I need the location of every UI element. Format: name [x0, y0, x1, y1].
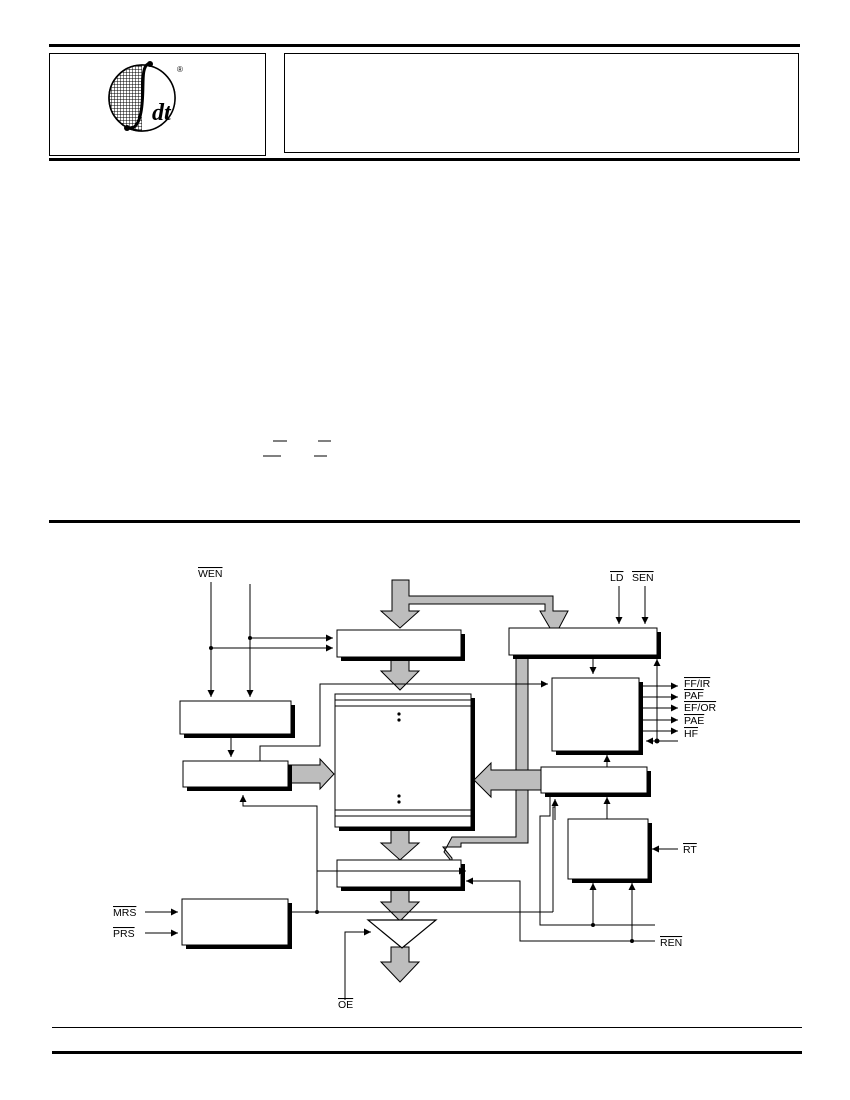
offset-register-block: [508, 627, 658, 656]
data-in-bus: [379, 579, 569, 629]
label-rt: RT: [683, 844, 697, 856]
label-prs: PRS: [113, 928, 135, 940]
output-register-block: [336, 859, 462, 888]
label-paf: PAF: [684, 690, 704, 702]
label-wen: WEN: [198, 568, 223, 580]
blocks: [179, 627, 661, 949]
output-buffer-triangle: [366, 919, 438, 949]
idt-logo-icon: dt ®: [108, 61, 183, 132]
data-out-bus: [379, 946, 421, 983]
label-hf: HF: [684, 728, 698, 740]
section-divider-rule: [49, 520, 800, 523]
signal-labels: WEN LD SEN FF/IR PAF EF/OR PAE HF RT MRS…: [113, 568, 717, 1011]
out-to-buffer-bus: [379, 887, 421, 922]
read-control-logic-block: [567, 818, 649, 880]
ram-to-out-bus: [379, 825, 421, 861]
header-top-rule: [49, 44, 800, 47]
label-ren: REN: [660, 937, 682, 949]
junction-dots: [209, 636, 660, 943]
registered-mark: ®: [177, 65, 183, 74]
footer-thin-rule: [52, 1027, 802, 1028]
rptr-to-ram-bus: [473, 761, 542, 799]
flag-logic-block: [551, 677, 640, 752]
footer-thick-rule: [52, 1051, 802, 1054]
control-wires: [145, 582, 678, 1000]
label-mrs: MRS: [113, 907, 136, 919]
label-oe: OE: [338, 999, 353, 1011]
read-pointer-block: [540, 766, 648, 794]
reg-to-ram-bus: [379, 656, 421, 691]
label-ef-or: EF/OR: [684, 702, 717, 714]
bus-arrows: [288, 579, 569, 983]
label-pae: PAE: [684, 715, 704, 727]
logo-text: dt: [152, 100, 172, 126]
title-panel: [284, 53, 799, 153]
overline-marks: [263, 440, 331, 457]
write-control-logic-block: [179, 700, 292, 735]
input-register-block: [336, 629, 462, 658]
wptr-to-ram-bus: [288, 757, 335, 791]
ram-array-block: [334, 693, 472, 828]
reset-logic-block: [181, 898, 289, 946]
label-ff-ir: FF/IR: [684, 678, 711, 690]
label-sen: SEN: [632, 572, 654, 584]
write-pointer-block: [182, 760, 289, 788]
header-bottom-rule: [49, 158, 800, 161]
label-ld: LD: [610, 572, 624, 584]
offset-to-out-bus: [441, 655, 529, 864]
